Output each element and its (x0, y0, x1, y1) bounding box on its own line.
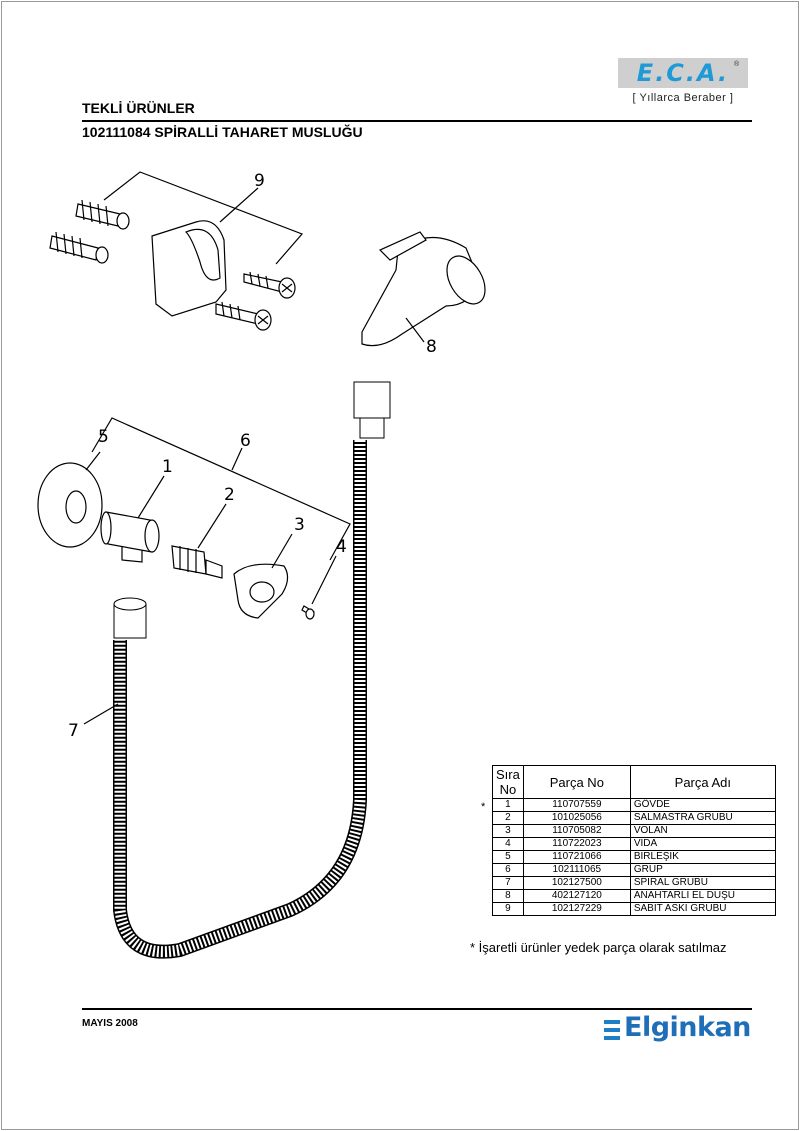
callout-1: 1 (162, 457, 173, 477)
row-part-no: 402127120 (522, 889, 631, 903)
product-title: 102111084 SPİRALLİ TAHARET MUSLUĞU (82, 124, 363, 140)
table-row: 8 402127120 ANAHTARLI EL DUŞU (492, 889, 776, 903)
category-title: TEKLİ ÜRÜNLER (82, 100, 195, 116)
header-no: Sıra No (492, 765, 524, 799)
valve-body (100, 511, 160, 563)
leader-4 (311, 555, 337, 605)
header-part-name: Parça Adı (629, 765, 776, 799)
eca-logo: E.C.A. (618, 58, 748, 88)
callout-4: 4 (336, 537, 347, 557)
wall-dowel-1 (75, 199, 130, 230)
screw-1 (243, 271, 296, 299)
valve-cartridge (171, 545, 223, 579)
leader-9 (219, 187, 259, 223)
row-part-name: GRUP (629, 863, 776, 877)
leader-6 (231, 447, 243, 471)
row-part-name: SPİRAL GRUBU (629, 876, 776, 890)
parts-table: Sıra No Parça No Parça Adı 1 110707559 G… (492, 765, 776, 916)
row-no: 1 (492, 798, 524, 812)
row-no: 2 (492, 811, 524, 825)
leader-7 (83, 703, 119, 725)
wall-dowel-2 (49, 231, 109, 264)
footnote: * İşaretli ürünler yedek parça olarak sa… (470, 940, 727, 955)
row-part-name: BİRLEŞİK (629, 850, 776, 864)
row-no: 9 (492, 902, 524, 916)
table-row: 2 101025056 SALMASTRA GRUBU (492, 811, 776, 825)
row-no: 3 (492, 824, 524, 838)
leader-5 (85, 451, 101, 471)
leader-3 (271, 533, 293, 569)
spiral-hose (113, 381, 391, 959)
row-no: 6 (492, 863, 524, 877)
table-row: 9 102127229 SABİT ASKI GRUBU (492, 902, 776, 916)
row-no: 4 (492, 837, 524, 851)
row-no: 8 (492, 889, 524, 903)
callout-7: 7 (68, 721, 79, 741)
leader-8 (405, 317, 425, 343)
callout-2: 2 (224, 485, 235, 505)
header-rule (82, 120, 752, 122)
callout-8: 8 (426, 337, 437, 357)
row-part-no: 102127500 (522, 876, 631, 890)
row-part-no: 110722023 (522, 837, 631, 851)
row-no: 5 (492, 850, 524, 864)
row-part-no: 110707559 (522, 798, 631, 812)
logo-tagline: [ Yıllarca Beraber ] (632, 92, 734, 104)
row-part-name: SABİT ASKI GRUBU (629, 902, 776, 916)
valve-handle (233, 563, 289, 619)
wall-rosette (37, 462, 103, 548)
callout-3: 3 (294, 515, 305, 535)
registered-mark: ® (734, 61, 740, 68)
screw-2 (215, 301, 272, 331)
leader-2 (197, 503, 227, 549)
row-part-no: 102111065 (522, 863, 631, 877)
row-part-name: VİDA (629, 837, 776, 851)
row-no: 7 (492, 876, 524, 890)
group-9-bracket-line (103, 171, 304, 265)
table-row: 4 110722023 VİDA (492, 837, 776, 851)
footer-rule (82, 1008, 752, 1010)
elginkan-logo-icon (604, 1020, 620, 1042)
leader-1 (137, 475, 165, 519)
eca-logo-text: E.C.A. (636, 59, 730, 87)
elginkan-logo-text: Elginkan (624, 1012, 751, 1043)
callout-6: 6 (240, 431, 251, 451)
table-row: 3 110705082 VOLAN (492, 824, 776, 838)
row-part-name: VOLAN (629, 824, 776, 838)
header-part-no: Parça No (522, 765, 631, 799)
row-part-name: SALMASTRA GRUBU (629, 811, 776, 825)
row-part-no: 110721066 (522, 850, 631, 864)
table-row: 6 102111065 GRUP (492, 863, 776, 877)
table-row: 1 110707559 GÖVDE (492, 798, 776, 812)
row-part-name: GÖVDE (629, 798, 776, 812)
row-1-marker: * (481, 801, 486, 813)
row-part-name: ANAHTARLI EL DUŞU (629, 889, 776, 903)
callout-9: 9 (254, 171, 265, 191)
table-row: 5 110721066 BİRLEŞİK (492, 850, 776, 864)
row-part-no: 110705082 (522, 824, 631, 838)
callout-5: 5 (98, 427, 109, 447)
table-row: 7 102127500 SPİRAL GRUBU (492, 876, 776, 890)
group-6-bracket-line (91, 417, 351, 561)
document-date: MAYIS 2008 (82, 1018, 138, 1029)
row-part-no: 101025056 (522, 811, 631, 825)
row-part-no: 102127229 (522, 902, 631, 916)
elginkan-logo: Elginkan (604, 1010, 754, 1050)
wall-bracket (151, 220, 227, 317)
handle-screw (301, 605, 315, 620)
hand-shower (361, 231, 486, 347)
